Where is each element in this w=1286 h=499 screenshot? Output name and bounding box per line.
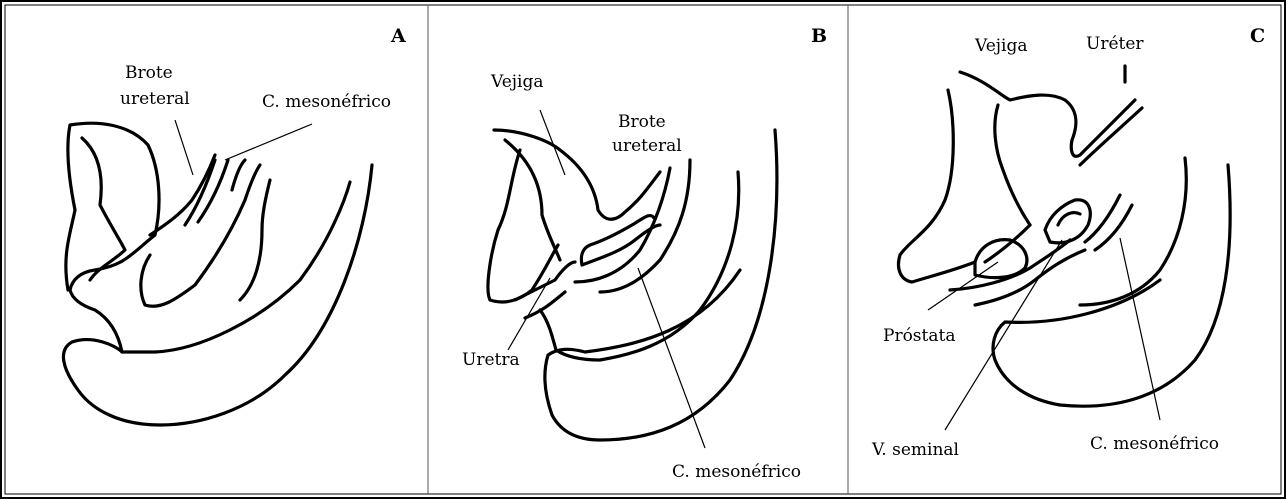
panel-a: A Brote ureteral C. mesonéfrico xyxy=(63,25,406,425)
label-c-mesonefrico: C. mesonéfrico xyxy=(1090,434,1219,454)
leader-a-brote xyxy=(175,120,193,175)
leader-a-mesonefrico xyxy=(225,124,312,160)
leader-c-mesonefrico xyxy=(1120,238,1160,420)
label-b-brote-1: Brote xyxy=(618,112,666,132)
label-b-brote-2: ureteral xyxy=(612,136,682,156)
leader-b-vejiga xyxy=(540,110,565,175)
panel-letter-b: B xyxy=(811,25,827,47)
panel-b: B Vejiga Brote ureteral Uretra C. mesoné… xyxy=(462,25,827,482)
label-b-vejiga: Vejiga xyxy=(490,72,544,92)
panel-b-outer-curve xyxy=(545,130,777,440)
label-c-seminal: V. seminal xyxy=(871,440,959,460)
panel-c: C Vejiga Uréter Próstata V. seminal C. m… xyxy=(871,25,1265,460)
label-a-mesonefrico: C. mesonéfrico xyxy=(262,92,391,112)
label-c-ureter: Uréter xyxy=(1086,34,1144,54)
panel-b-ureteric-bud xyxy=(581,216,660,265)
panel-a-inner-fold xyxy=(82,138,125,280)
panel-c-seminal-vesicle xyxy=(1045,200,1090,243)
label-a-brote-2: ureteral xyxy=(120,89,190,109)
label-b-uretra: Uretra xyxy=(462,350,520,370)
panel-c-left-lobe xyxy=(899,90,976,282)
panel-a-left-lobe xyxy=(66,123,159,352)
label-c-prostata: Próstata xyxy=(883,326,955,346)
label-b-mesonefrico: C. mesonéfrico xyxy=(672,462,801,482)
panel-c-mesonephric-duct xyxy=(1085,195,1132,250)
panel-letter-c: C xyxy=(1250,25,1265,47)
panel-b-lower-fold xyxy=(540,310,556,350)
leader-b-mesonefrico xyxy=(638,268,705,448)
label-c-vejiga: Vejiga xyxy=(974,36,1028,56)
panel-a-outer-curve xyxy=(63,165,372,425)
label-a-brote-1: Brote xyxy=(125,63,173,83)
panel-letter-a: A xyxy=(390,25,406,47)
